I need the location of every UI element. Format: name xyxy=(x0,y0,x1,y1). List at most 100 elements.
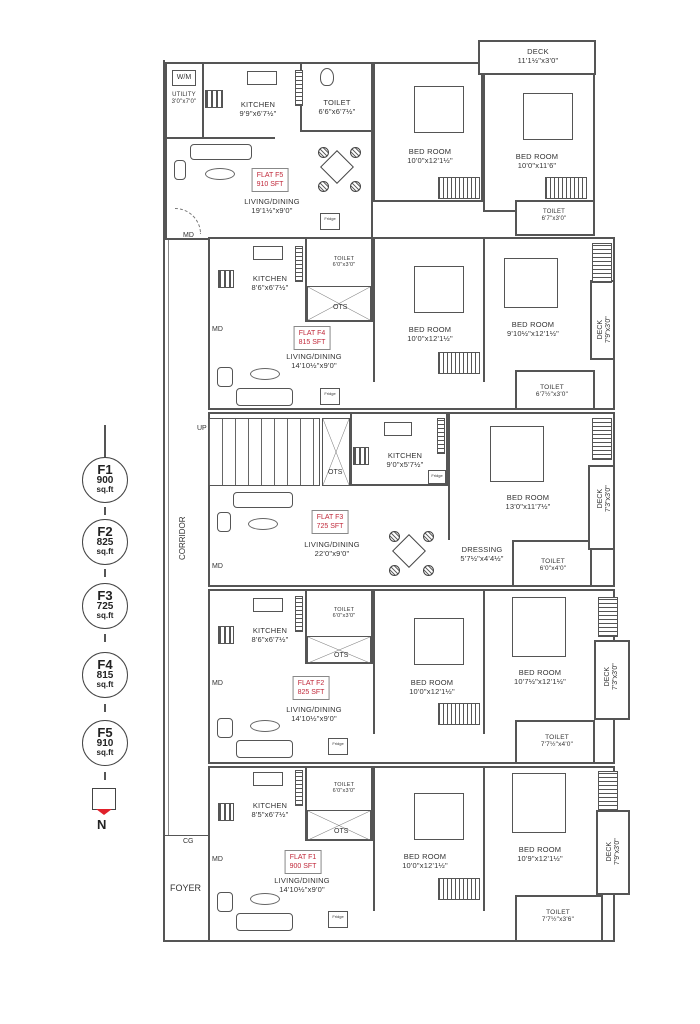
f2-deck-walls xyxy=(594,640,630,720)
room-name: TOILET xyxy=(333,607,355,613)
flat-label: FLAT F2 xyxy=(297,680,325,687)
kitchen-rack xyxy=(295,246,303,282)
room-name: BED ROOM xyxy=(515,152,559,161)
kitchen-rack xyxy=(295,70,303,106)
wardrobe-icon xyxy=(598,597,618,637)
room-size: 7'9"x3'0" xyxy=(605,316,612,343)
wall xyxy=(373,237,375,382)
sink-icon xyxy=(384,422,412,436)
legend-connector xyxy=(104,772,106,780)
legend-flat-id: F4 xyxy=(97,657,113,672)
room-name: BED ROOM xyxy=(408,147,452,156)
bed-icon xyxy=(512,597,566,657)
room-size: 7'7½"x3'6" xyxy=(541,916,575,923)
wardrobe-icon xyxy=(438,352,480,374)
flat-area: 910 SFT xyxy=(256,181,284,188)
wardrobe-icon xyxy=(438,703,480,725)
bed-icon xyxy=(414,266,464,313)
room-name: TOILET xyxy=(333,782,355,788)
wardrobe-icon xyxy=(592,243,612,283)
legend-flat-area: 825 xyxy=(96,537,114,548)
main-door-label: MD xyxy=(212,563,223,570)
wall xyxy=(448,412,450,540)
ots-shaft xyxy=(307,286,371,321)
room-size: 13'0"x11'7½" xyxy=(505,502,551,511)
rug-icon xyxy=(250,893,280,905)
room-size: 9'10½"x12'1½" xyxy=(506,329,560,338)
f1-deck-walls xyxy=(596,810,630,895)
ots-label: OTS xyxy=(334,652,349,659)
legend-connector xyxy=(104,507,106,515)
room-size: 6'6"x6'7½" xyxy=(318,107,356,116)
room-size: 10'0"x11'6" xyxy=(517,161,557,170)
flat-label: FLAT F4 xyxy=(298,330,326,337)
bed-icon xyxy=(414,618,464,665)
room-size: 10'0"x12'1½" xyxy=(402,861,448,870)
room-size: 10'9"x12'1½" xyxy=(517,854,563,863)
legend-flat-id: F3 xyxy=(97,588,113,603)
bed-icon xyxy=(504,258,558,308)
room-name: LIVING/DINING xyxy=(304,540,360,549)
main-door-label: MD xyxy=(212,326,223,333)
stove-icon xyxy=(218,270,234,288)
stove-icon xyxy=(218,803,234,821)
room-name: TOILET xyxy=(542,209,566,215)
legend-flat-f3: F3 725 sq.ft xyxy=(82,583,128,629)
legend-connector xyxy=(104,569,106,577)
room-size: 14'10½"x9'0" xyxy=(291,714,337,723)
kitchen-rack xyxy=(295,596,303,632)
room-name: BED ROOM xyxy=(506,493,550,502)
f4-toilet2-walls xyxy=(515,370,595,410)
legend-flat-unit: sq.ft xyxy=(96,485,114,494)
legend-flat-f2: F2 825 sq.ft xyxy=(82,519,128,565)
wardrobe-icon xyxy=(438,177,480,199)
room-name: BED ROOM xyxy=(518,845,562,854)
room-size: 10'7½"x12'1½" xyxy=(513,677,567,686)
room-size: 14'10½"x9'0" xyxy=(291,361,337,370)
corridor-label: CORRIDOR xyxy=(178,516,187,560)
bed-icon xyxy=(414,86,464,133)
f4-deck-walls xyxy=(590,280,615,360)
chair-icon xyxy=(423,531,434,542)
legend-connector xyxy=(104,704,106,712)
room-name: KITCHEN xyxy=(240,100,276,109)
room-size: 6'7½"x3'0" xyxy=(535,391,569,398)
main-door-label: MD xyxy=(183,232,194,239)
room-size: 10'0"x12'1½" xyxy=(407,334,453,343)
bed-icon xyxy=(414,793,464,840)
room-name: BED ROOM xyxy=(408,325,452,334)
room-size: 8'5"x6'7½" xyxy=(251,810,289,819)
flat-area: 725 SFT xyxy=(316,523,344,530)
room-name: TOILET xyxy=(546,909,570,916)
legend-flat-unit: sq.ft xyxy=(96,611,114,620)
legend-flat-unit: sq.ft xyxy=(96,680,114,689)
sofa-icon xyxy=(236,913,293,931)
sink-icon xyxy=(247,71,277,85)
f5-deck-walls xyxy=(478,40,596,75)
room-size: 7'3"x3'0" xyxy=(612,663,619,690)
ots-label: OTS xyxy=(334,828,349,835)
cg-label: CG xyxy=(183,838,194,845)
room-name: DECK xyxy=(527,47,549,56)
f3-toilet-walls xyxy=(512,540,592,587)
room-name: DECK xyxy=(597,488,604,509)
room-size: 6'0"x3'0" xyxy=(332,788,356,794)
room-size: 7'9"x3'0" xyxy=(614,838,621,865)
flat-area: 815 SFT xyxy=(298,339,326,346)
room-size: 7'7½"x4'0" xyxy=(540,741,574,748)
foyer-wall xyxy=(163,835,208,836)
